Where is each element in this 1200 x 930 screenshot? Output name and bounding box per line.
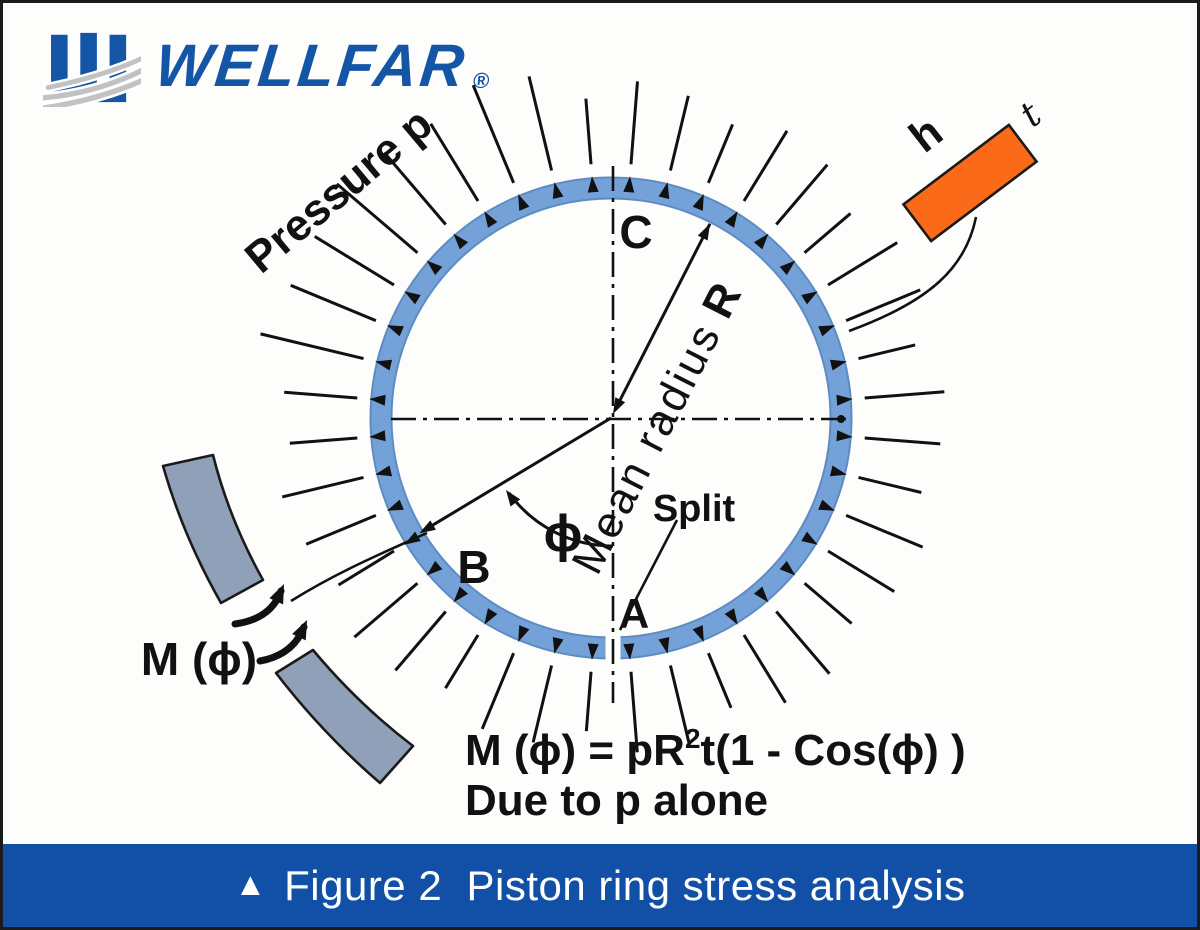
label-point-c: C <box>619 206 652 258</box>
caption-triangle-icon: ▲ <box>234 865 267 902</box>
pressure-arrows <box>260 76 945 753</box>
logo-swoosh-2 <box>43 78 141 107</box>
section-thickness-label: t <box>1013 94 1050 136</box>
wellfar-logo-icon <box>43 32 141 107</box>
piston-ring <box>369 176 853 662</box>
wellfar-logo: WELLFAR® <box>43 27 494 118</box>
phi-angle: ϕ <box>419 416 614 563</box>
moment-arrows: M (ϕ) <box>141 584 308 685</box>
mean-radius-label: Mean radiusR <box>563 273 753 582</box>
label-pressure: Pressure p <box>236 99 442 283</box>
logo-w-glyph <box>51 32 127 103</box>
centerlines <box>391 166 851 703</box>
section-height-label: h <box>900 107 951 162</box>
cross-section-rect <box>901 123 1039 243</box>
logo-swoosh-1 <box>43 67 141 101</box>
formula-moment-equation: M (ϕ) = pR2t(1 - Cos(ϕ) ) <box>465 723 966 775</box>
label-point-a: A <box>619 590 649 637</box>
figure-caption-text: Figure 2 Piston ring stress analysis <box>284 861 966 909</box>
centerline-end-dot <box>837 415 845 423</box>
ring-segment-lower <box>274 648 415 785</box>
ring-segments <box>161 453 415 785</box>
leader-lines <box>290 216 978 631</box>
formula: M (ϕ) = pR2t(1 - Cos(ϕ) )Due to p alone <box>465 723 966 825</box>
figure-caption-bar: ▲ Figure 2 Piston ring stress analysis <box>3 844 1197 927</box>
label-split: Split <box>653 488 736 530</box>
label-point-b: B <box>457 541 490 593</box>
logo-swoosh-3 <box>45 56 141 90</box>
formula-condition-note: Due to p alone <box>465 776 768 825</box>
moment-label: M (ϕ) <box>141 633 257 685</box>
ring-segment-upper <box>161 453 265 605</box>
phi-angle-label: ϕ <box>544 505 583 563</box>
